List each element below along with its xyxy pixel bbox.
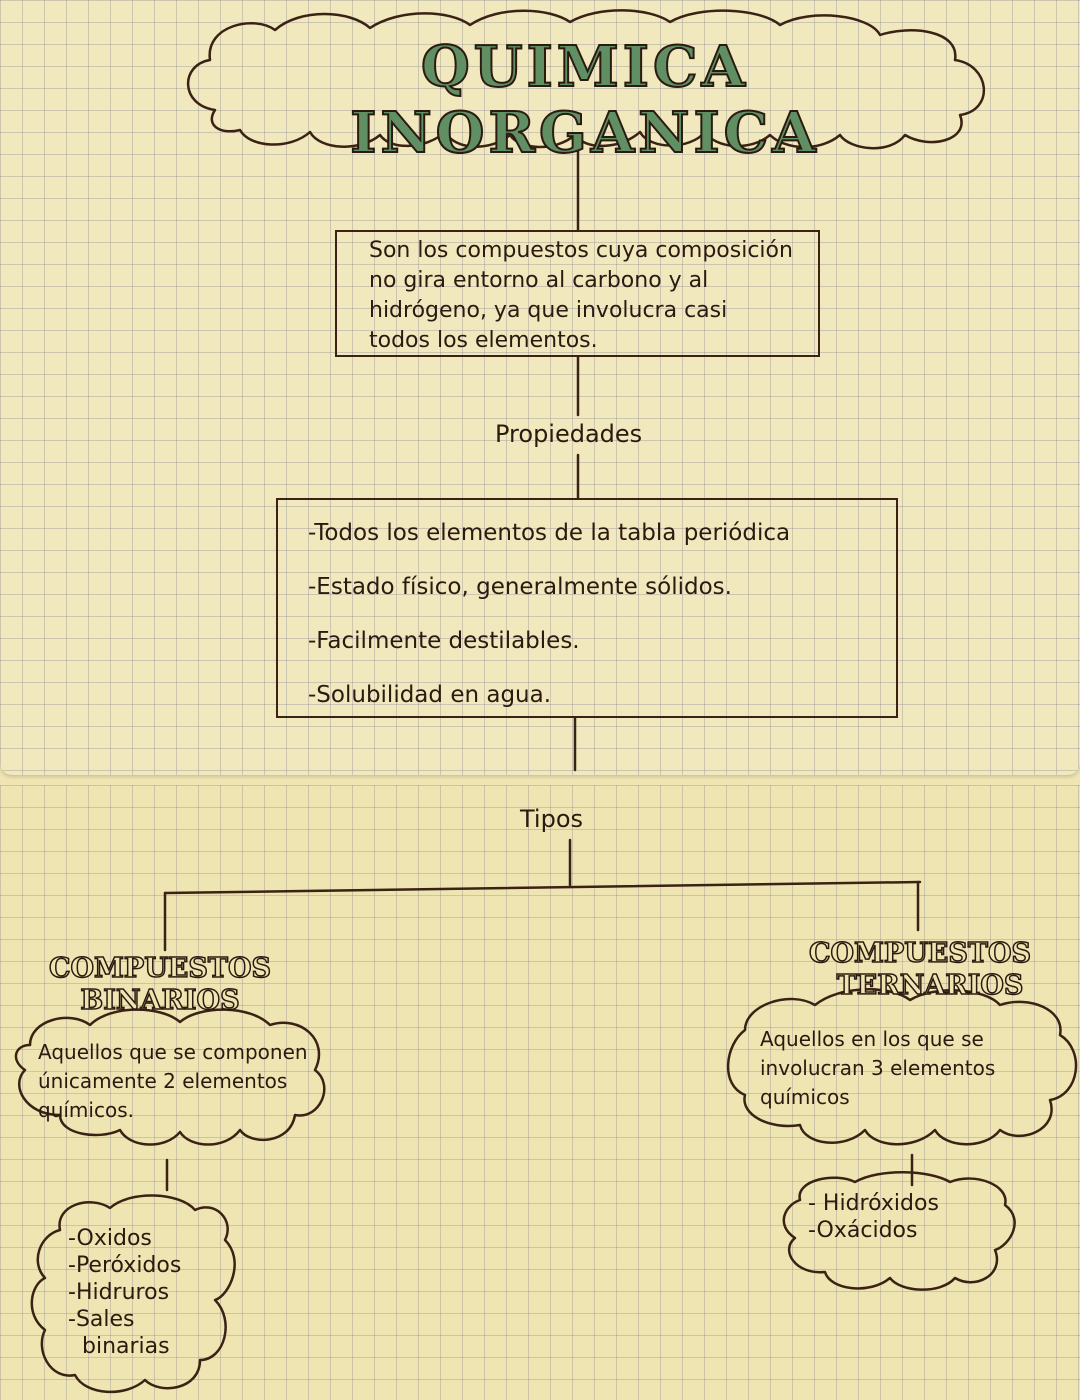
property-item: -Solubilidad en agua. <box>308 682 552 708</box>
binary-examples-cloud <box>30 1194 236 1394</box>
property-item: -Facilmente destilables. <box>308 628 580 654</box>
binary-example-item: -Oxidos <box>68 1226 152 1251</box>
ternary-description-cloud <box>726 988 1078 1146</box>
property-item: -Estado físico, generalmente sólidos. <box>308 574 732 600</box>
definition-box: Son los compuestos cuya composición no g… <box>335 230 820 357</box>
binary-description-line: únicamente 2 elementos <box>38 1069 288 1093</box>
binary-description-line: Aquellos que se componen <box>38 1040 308 1064</box>
binary-description: Aquellos que se componen únicamente 2 el… <box>38 1038 308 1125</box>
binary-description-cloud <box>14 1008 326 1146</box>
types-label: Tipos <box>520 805 584 833</box>
property-item: -Todos los elementos de la tabla periódi… <box>308 520 791 546</box>
properties-box: -Todos los elementos de la tabla periódi… <box>276 498 898 718</box>
ternary-title-line1: COMPUESTOS <box>808 937 1031 970</box>
definition-line: todos los elementos. <box>369 328 598 353</box>
binary-example-item: -Hidruros <box>68 1280 170 1305</box>
title-cloud <box>186 9 986 150</box>
ternary-examples-cloud <box>782 1171 1016 1291</box>
ternary-description-line: químicos <box>760 1085 850 1109</box>
binary-title-line2: BINARIOS <box>80 984 241 1017</box>
definition-line: no gira entorno al carbono y al <box>369 268 709 293</box>
ternary-title: COMPUESTOS TERNARIOS <box>800 937 1040 1002</box>
binary-example-item: -Sales <box>68 1307 135 1332</box>
ternary-description: Aquellos en los que se involucran 3 elem… <box>760 1025 995 1112</box>
ternary-examples: - Hidróxidos -Oxácidos <box>808 1190 939 1244</box>
binary-title: COMPUESTOS BINARIOS <box>40 952 280 1017</box>
notebook-page-top <box>0 0 1080 775</box>
definition-line: hidrógeno, ya que involucra casi <box>369 298 728 323</box>
binary-description-line: químicos. <box>38 1098 134 1122</box>
ternary-example-item: - Hidróxidos <box>808 1191 939 1216</box>
properties-label: Propiedades <box>495 420 643 448</box>
binary-example-item: binarias <box>82 1334 170 1359</box>
ternary-description-line: Aquellos en los que se <box>760 1027 984 1051</box>
binary-examples: -Oxidos -Peróxidos -Hidruros -Sales bina… <box>68 1225 181 1360</box>
definition-line: Son los compuestos cuya composición <box>369 238 793 263</box>
binary-title-line1: COMPUESTOS <box>48 952 271 985</box>
ternary-example-item: -Oxácidos <box>808 1218 918 1243</box>
ternary-description-line: involucran 3 elementos <box>760 1056 996 1080</box>
diagram-title: QUIMICA INORGANICA <box>349 33 820 167</box>
ternary-title-line2: TERNARIOS <box>836 969 1024 1002</box>
binary-example-item: -Peróxidos <box>68 1253 182 1278</box>
